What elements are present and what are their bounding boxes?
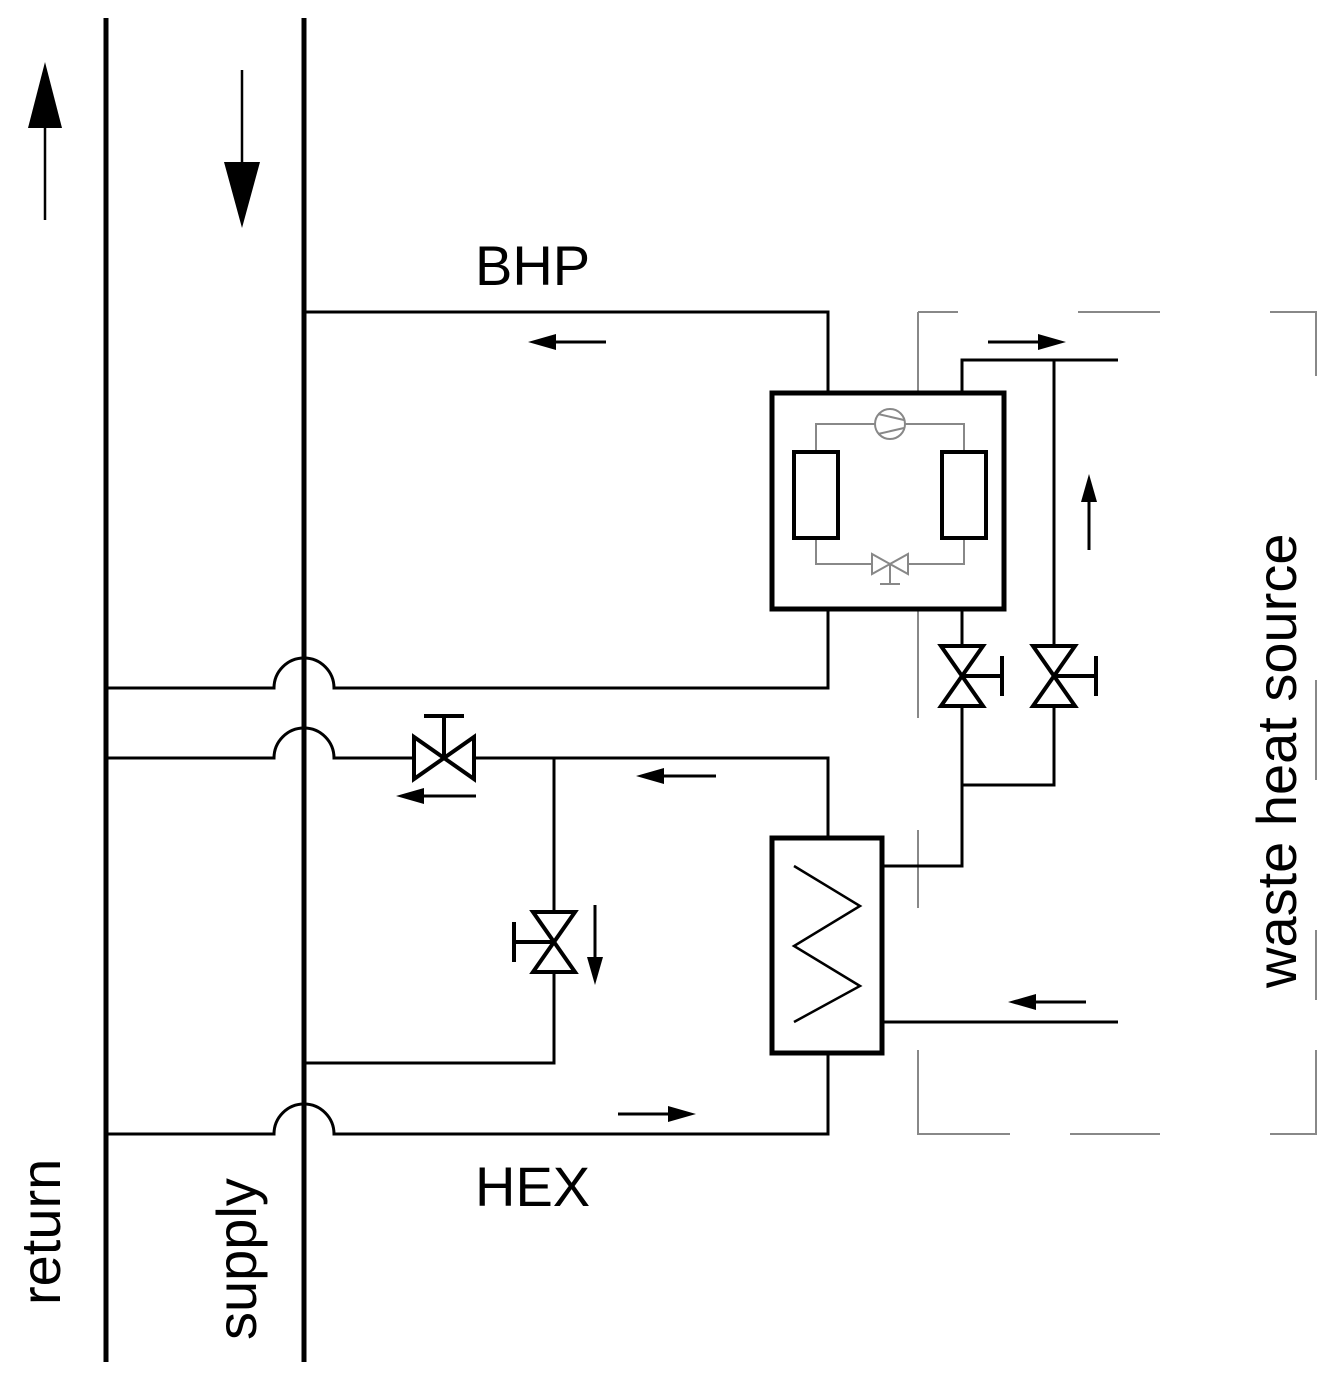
source-outlet-flow-arrow <box>988 334 1066 350</box>
supply-flow-arrow <box>224 70 260 228</box>
expansion-valve-icon <box>871 552 909 585</box>
bypass-line <box>106 726 830 838</box>
bypass-flow-arrow <box>396 788 476 804</box>
branch-valve-icon <box>512 910 579 974</box>
branch-line <box>304 758 556 1065</box>
bhp-supply-line <box>304 310 830 393</box>
source-bypass-line <box>962 360 1056 787</box>
return-label: return <box>9 1159 72 1305</box>
supply-label: supply <box>205 1178 268 1340</box>
hex-label: HEX <box>475 1155 590 1218</box>
waste-heat-boundary <box>917 311 1317 1135</box>
hex-flow-arrow <box>618 1106 696 1122</box>
bhp-flow-arrow <box>528 334 606 350</box>
source-bypass-valve-icon <box>1029 644 1098 708</box>
waste-heat-source-label: waste heat source <box>1245 534 1308 989</box>
source-inlet-flow-arrow <box>1008 994 1086 1010</box>
heat-exchanger <box>769 835 885 1056</box>
source-outlet-line <box>960 358 1118 393</box>
hex-coil-icon <box>791 864 863 1024</box>
branch-flow-arrow <box>587 905 603 985</box>
bhp-label: BHP <box>475 234 590 297</box>
bypass-valve-icon <box>412 714 476 783</box>
hex-supply-line <box>106 1053 830 1136</box>
compressor-icon <box>874 408 906 440</box>
heat-pump-unit <box>769 390 1007 612</box>
condenser-icon <box>792 450 840 540</box>
return-flow-arrow <box>28 62 62 220</box>
source-up-flow-arrow <box>1081 474 1097 550</box>
bhp-return-line <box>106 610 830 690</box>
evaporator-icon <box>940 450 988 540</box>
evaporator-valve-icon <box>937 644 1004 708</box>
hex-return-flow-arrow <box>636 768 716 784</box>
